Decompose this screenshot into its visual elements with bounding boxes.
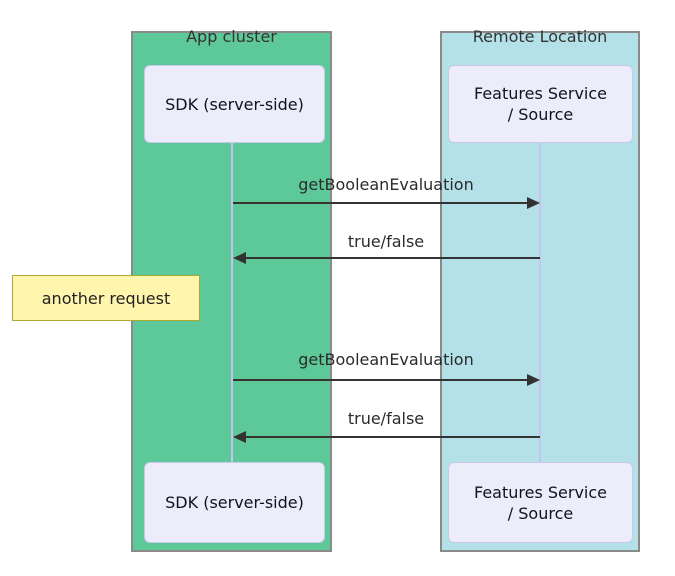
actor-sdk-top-label: SDK (server-side) <box>165 94 304 114</box>
note-another-request: another request <box>12 275 200 321</box>
actor-sdk-bottom: SDK (server-side) <box>144 462 325 543</box>
message-3-arrow-right-icon <box>233 374 540 386</box>
message-1-label: getBooleanEvaluation <box>298 175 474 194</box>
note-another-request-label: another request <box>41 288 171 308</box>
message-3-label: getBooleanEvaluation <box>298 350 474 369</box>
actor-sdk-bottom-label: SDK (server-side) <box>165 493 304 512</box>
region-app-cluster-label: App cluster <box>186 27 277 46</box>
actor-features-top-label-line2: / Source <box>507 105 574 124</box>
actor-features-top-label-line1: Features Service <box>473 84 607 103</box>
message-4-label: true/false <box>347 409 425 428</box>
message-4-arrow-left-icon <box>233 431 540 443</box>
actor-features-bottom-label-line1: Features Service <box>473 482 607 502</box>
actor-features-bottom: Features Service / Source <box>448 462 633 543</box>
message-2-arrow-left-icon <box>233 252 540 264</box>
actor-features-bottom-label-line2: / Source <box>507 503 574 523</box>
lifeline-sdk <box>231 143 233 462</box>
message-2-label: true/false <box>347 232 425 251</box>
actor-sdk-top: SDK (server-side) <box>144 65 325 143</box>
message-1-arrow-right-icon <box>233 197 540 209</box>
actor-features-top: Features Service / Source <box>448 65 633 143</box>
lifeline-features-service <box>539 143 541 462</box>
region-remote-location-label: Remote Location <box>472 27 608 46</box>
